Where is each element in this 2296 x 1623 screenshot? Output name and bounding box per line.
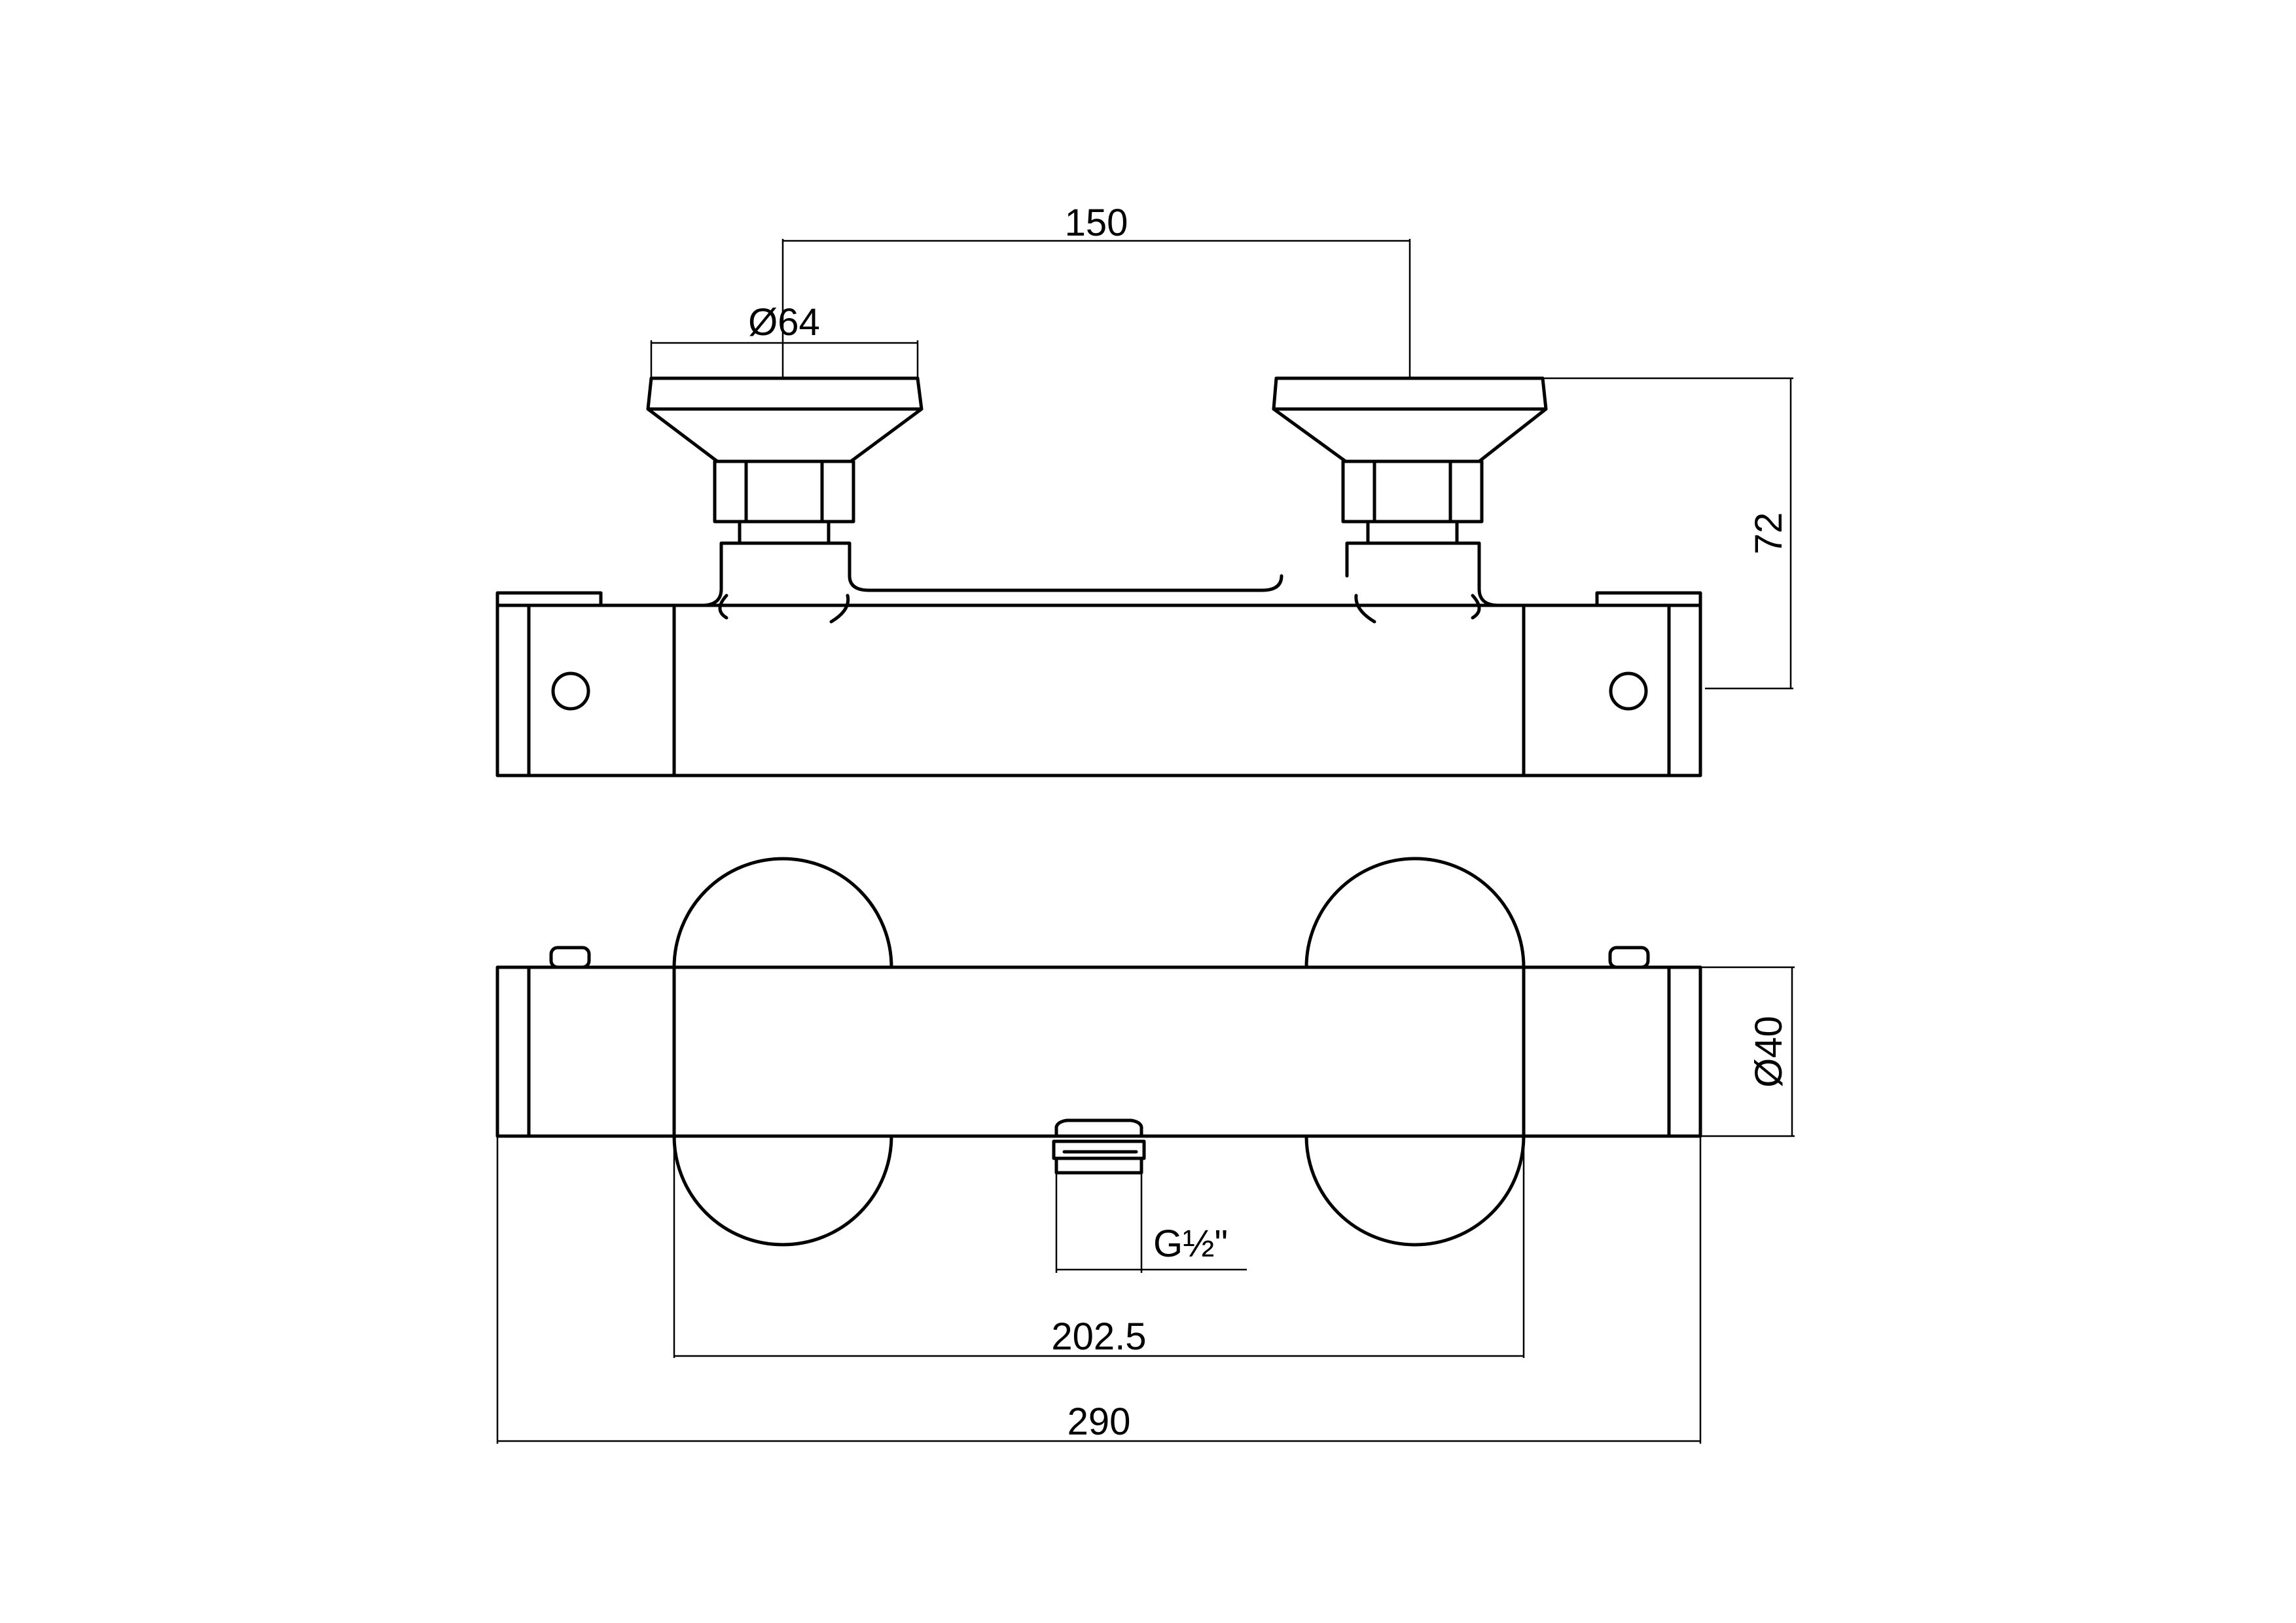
left-inlet-elbow	[672, 541, 1283, 607]
dim-72-label: 72	[1748, 512, 1790, 555]
dim-40-label: Ø40	[1748, 1016, 1790, 1088]
right-cap-lip	[1595, 591, 1702, 607]
outlet-collar	[1054, 1118, 1143, 1138]
right-elbow-arc-left	[1354, 594, 1376, 624]
right-handle	[1272, 376, 1548, 463]
left-screw-hole	[551, 671, 590, 711]
dim-2025-label: 202.5	[1051, 1315, 1146, 1358]
left-pin	[549, 946, 591, 969]
dim-290-label: 290	[1067, 1400, 1131, 1443]
left-nut-collar	[738, 520, 831, 545]
front-view: Ø40 G½" 202.5 290	[495, 857, 1795, 1444]
left-nut	[713, 459, 855, 524]
dim-150-label: 150	[1065, 202, 1128, 244]
outlet-thread-body	[1054, 1156, 1143, 1175]
right-disc-top	[1304, 857, 1526, 969]
right-elbow-arc-right	[1471, 594, 1481, 620]
left-handle	[646, 376, 924, 463]
left-elbow-arc-right	[829, 594, 850, 624]
left-cap-lip	[495, 591, 603, 607]
dim-64-label: Ø64	[748, 301, 820, 344]
right-inlet-elbow	[1345, 541, 1526, 607]
left-disc-top	[672, 857, 893, 969]
outlet-nut	[1052, 1139, 1146, 1160]
right-disc-bottom	[1304, 1134, 1526, 1247]
left-elbow-arc-left	[718, 594, 728, 620]
left-disc-bottom	[672, 1134, 893, 1247]
right-screw-hole	[1609, 671, 1648, 711]
right-nut	[1341, 459, 1484, 524]
top-view: 150 Ø64 72	[495, 202, 1793, 777]
right-pin	[1608, 946, 1650, 969]
right-nut-collar	[1366, 520, 1459, 545]
dim-g12-label: G½"	[1153, 1222, 1228, 1265]
body-top	[495, 603, 1702, 777]
body-front	[495, 965, 1702, 1138]
